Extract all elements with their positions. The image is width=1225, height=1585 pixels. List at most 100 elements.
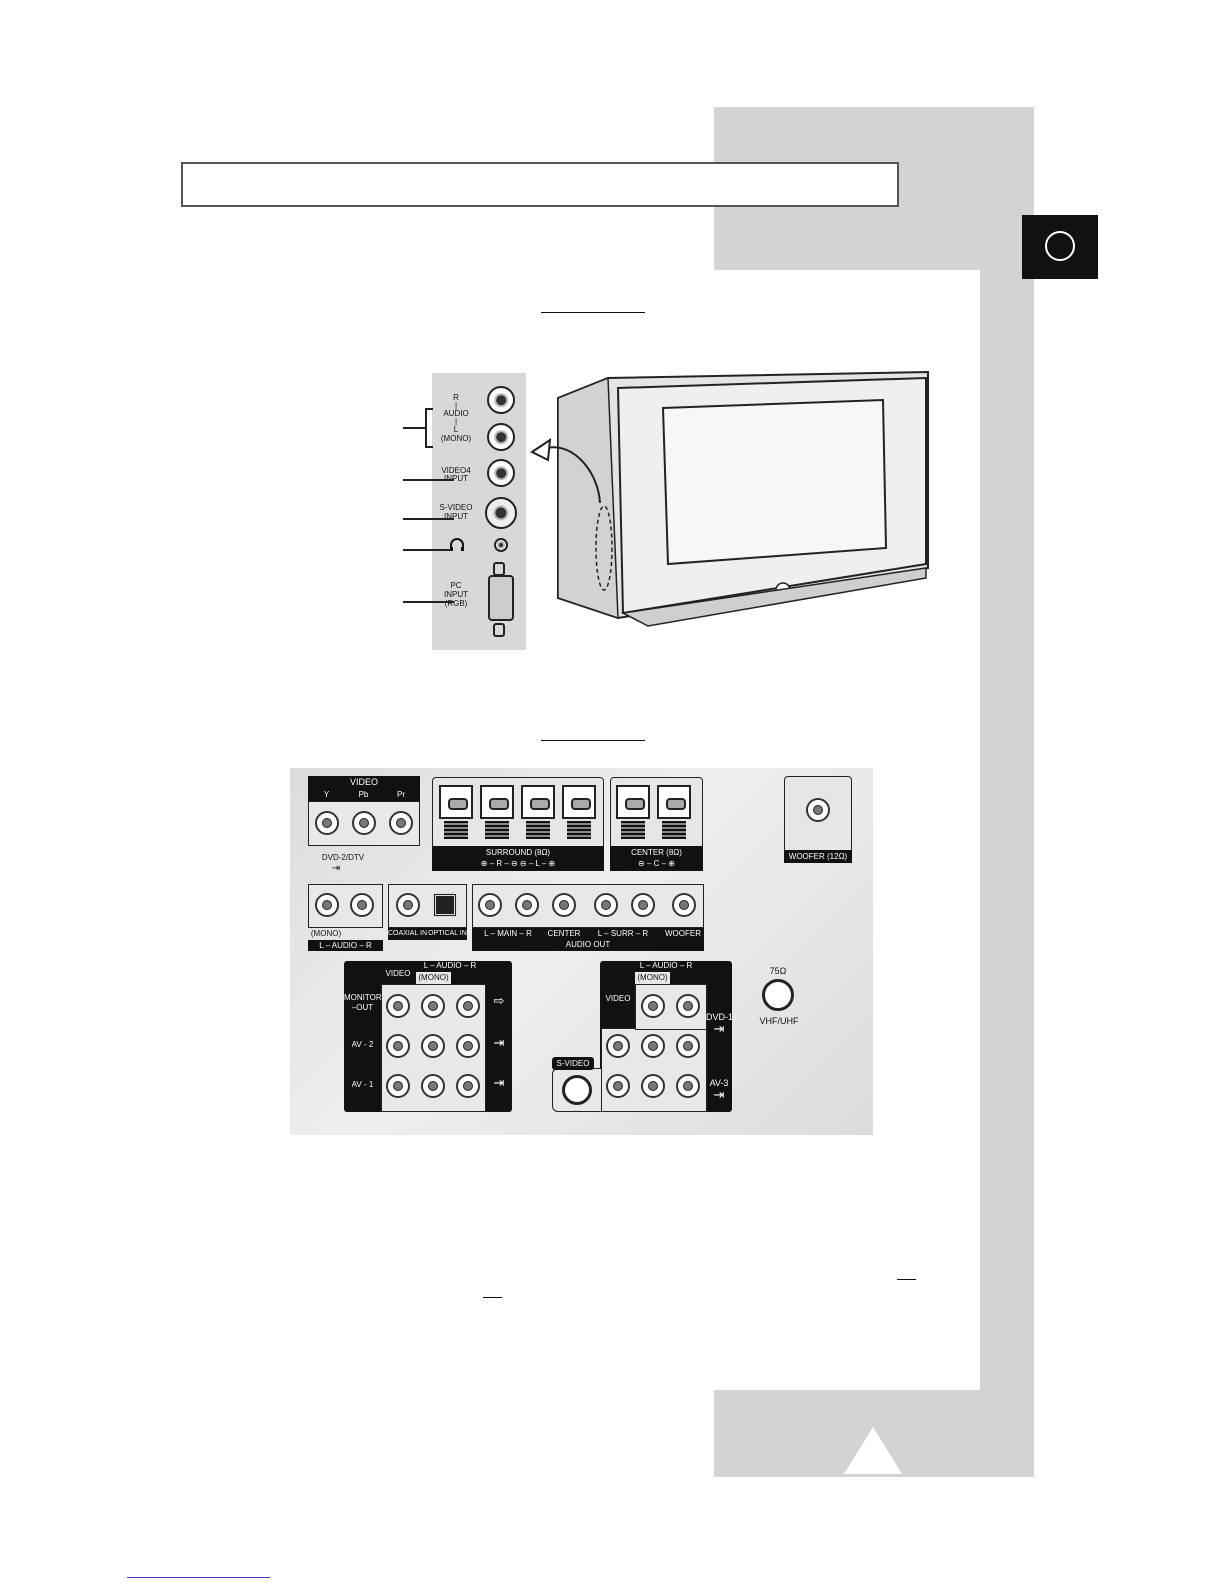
av2-l-jack[interactable] bbox=[421, 1034, 445, 1058]
video-header: VIDEO bbox=[308, 776, 420, 789]
svideo-jack[interactable] bbox=[485, 497, 517, 529]
monitor-out-l-jack[interactable] bbox=[421, 994, 445, 1018]
input-arrow-icon: ⇥ bbox=[331, 863, 341, 874]
leader-line bbox=[403, 601, 454, 603]
av3-l-jack[interactable] bbox=[641, 1074, 665, 1098]
text-underline bbox=[897, 1279, 916, 1280]
av-audio-lr-label: L – AUDIO – R bbox=[423, 961, 477, 970]
dvd1-l-jack[interactable] bbox=[641, 994, 665, 1018]
main-l-jack[interactable] bbox=[478, 893, 502, 917]
monitor-out-video-jack[interactable] bbox=[386, 994, 410, 1018]
pr-jack[interactable] bbox=[389, 811, 413, 835]
surr-lr-label: L – SURR – R bbox=[597, 929, 649, 938]
ypbpr-header: Y Pb Pr bbox=[308, 789, 420, 801]
video4-input-label: INPUT bbox=[444, 474, 468, 483]
dvd1-audio-lr-label: L – AUDIO – R bbox=[639, 961, 693, 970]
av3-video-jack[interactable] bbox=[606, 1074, 630, 1098]
main-lr-label: L – MAIN – R bbox=[484, 929, 532, 938]
dvd1-mono-tag: (MONO) bbox=[635, 972, 670, 984]
woofer-label: WOOFER (12Ω) bbox=[788, 852, 848, 861]
surround-l-minus-terminal[interactable] bbox=[521, 785, 555, 819]
audio-r-jack[interactable] bbox=[487, 386, 515, 414]
center-minus-terminal[interactable] bbox=[616, 785, 650, 819]
av-mono-tag: (MONO) bbox=[416, 972, 451, 984]
video4-label: VIDEO4 bbox=[441, 466, 471, 475]
input-arrow-icon: ⇥ bbox=[493, 1035, 505, 1050]
svideo-tag: S-VIDEO bbox=[552, 1057, 594, 1070]
pc-rgb-label: (RGB) bbox=[444, 599, 468, 608]
leader-line bbox=[403, 549, 451, 551]
terminal-spring bbox=[567, 821, 591, 839]
pc-rgb-port[interactable] bbox=[488, 575, 514, 621]
audio-bracket bbox=[425, 408, 433, 448]
headphone-jack[interactable] bbox=[494, 538, 508, 552]
ohm75-label: 75Ω bbox=[769, 966, 787, 976]
av2-video-jack[interactable] bbox=[386, 1034, 410, 1058]
input-arrow-icon: ⇥ bbox=[713, 1021, 725, 1036]
mono-label: (MONO) bbox=[310, 929, 342, 938]
dvd1-label: DVD-1 bbox=[706, 1012, 734, 1022]
main-r-jack[interactable] bbox=[515, 893, 539, 917]
woofer-out-jack[interactable] bbox=[672, 893, 696, 917]
center-footer: CENTER (8Ω) ⊖ – C – ⊕ bbox=[610, 846, 703, 871]
svideo-rear-jack[interactable] bbox=[562, 1075, 592, 1105]
section-heading-underline bbox=[541, 312, 645, 313]
optical-in-port[interactable] bbox=[433, 893, 457, 917]
av3-r-jack[interactable] bbox=[676, 1074, 700, 1098]
audio-lr-footer: L – AUDIO – R bbox=[308, 940, 383, 951]
coaxial-in-jack[interactable] bbox=[396, 893, 420, 917]
terminal-spring bbox=[662, 821, 686, 839]
surr-r-jack[interactable] bbox=[631, 893, 655, 917]
screw-icon bbox=[493, 562, 505, 576]
pb-jack[interactable] bbox=[352, 811, 376, 835]
center-out-jack[interactable] bbox=[552, 893, 576, 917]
digital-in-footer: COAXIAL IN OPTICAL IN bbox=[388, 928, 467, 940]
audio-out-label: AUDIO OUT bbox=[565, 940, 611, 949]
av1-l-jack[interactable] bbox=[421, 1074, 445, 1098]
y-jack[interactable] bbox=[315, 811, 339, 835]
dvd1-pb-jack[interactable] bbox=[641, 1034, 665, 1058]
monitor-out-r-jack[interactable] bbox=[456, 994, 480, 1018]
surround-r-plus-terminal[interactable] bbox=[439, 785, 473, 819]
video-label: VIDEO bbox=[349, 777, 378, 787]
av-mono-label: (MONO) bbox=[418, 973, 449, 982]
center-plus-terminal[interactable] bbox=[657, 785, 691, 819]
pc-label: PC bbox=[450, 581, 462, 590]
terminal-spring bbox=[485, 821, 509, 839]
terminal-spring bbox=[526, 821, 550, 839]
dvd1-mono-label: (MONO) bbox=[637, 973, 668, 982]
av1-r-jack[interactable] bbox=[456, 1074, 480, 1098]
video4-jack[interactable] bbox=[487, 459, 515, 487]
y-label: Y bbox=[323, 790, 330, 799]
pc-input-label: INPUT bbox=[444, 590, 468, 599]
text-underline bbox=[483, 1297, 502, 1298]
leader-line bbox=[403, 479, 454, 481]
dvd2-audio-r-jack[interactable] bbox=[350, 893, 374, 917]
svideo-label: S-VIDEO bbox=[556, 1059, 590, 1068]
dvd1-r-jack[interactable] bbox=[676, 994, 700, 1018]
audio-mono-label: (MONO) bbox=[440, 434, 472, 443]
surround-l-plus-terminal[interactable] bbox=[562, 785, 596, 819]
input-arrow-icon: ⇥ bbox=[493, 1075, 505, 1090]
av1-video-jack[interactable] bbox=[386, 1074, 410, 1098]
audio-l-jack[interactable] bbox=[487, 423, 515, 451]
surround-r-minus-terminal[interactable] bbox=[480, 785, 514, 819]
surr-l-jack[interactable] bbox=[594, 893, 618, 917]
dvd1-pr-jack[interactable] bbox=[676, 1034, 700, 1058]
audio-out-footer: L – MAIN – R CENTER L – SURR – R WOOFER … bbox=[472, 928, 704, 951]
woofer-footer: WOOFER (12Ω) bbox=[784, 850, 852, 863]
leader-line bbox=[403, 427, 425, 429]
surround-polarity-label: ⊕ – R – ⊖ ⊖ – L – ⊕ bbox=[480, 859, 556, 868]
dvd1-video-jack[interactable] bbox=[606, 1034, 630, 1058]
page-navigation-triangle-icon[interactable] bbox=[844, 1427, 902, 1474]
footer-link-underline[interactable] bbox=[127, 1577, 270, 1578]
pb-label: Pb bbox=[358, 790, 369, 799]
dvd1-video-label: VIDEO bbox=[605, 994, 631, 1003]
dvd2-audio-l-jack[interactable] bbox=[315, 893, 339, 917]
antenna-jack[interactable] bbox=[762, 979, 794, 1011]
page-title-box bbox=[181, 162, 899, 207]
woofer-speaker-jack[interactable] bbox=[806, 798, 830, 822]
av2-r-jack[interactable] bbox=[456, 1034, 480, 1058]
terminal-spring bbox=[621, 821, 645, 839]
audio-lr-label: L – AUDIO – R bbox=[319, 941, 372, 950]
